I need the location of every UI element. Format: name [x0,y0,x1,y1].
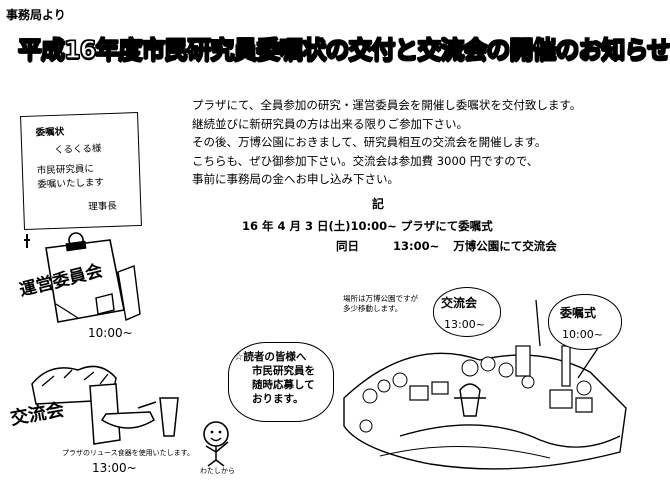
reader-line: 市民研究員を [252,365,315,377]
body-line: プラザにて、全員参加の研究・運営委員会を開催し委嘱状を交付致します。 [192,98,582,112]
clipboard-sketch-icon [24,232,141,323]
reader-line: ☆読者の皆様へ [234,351,307,363]
body-line: 継続並びに新研究員の方は出来る限りご参加下さい。 [192,116,468,131]
exchange-note: プラザのリュース食器を使用いたします。 [62,449,194,457]
exchange-time: 13:00~ [92,461,137,475]
ceremony-venue-title: 委嘱式 [560,306,597,320]
certificate-line: 委嘱いたします [37,177,105,191]
reader-message: ☆読者の皆様へ 市民研究員を 随時応募して おります。 [234,350,334,406]
body-line: その後、万博公園におきまして、研究員相互の交流会を開催します。 [192,135,547,150]
reader-line: おります。 [252,393,304,405]
body-line: 事前に事務局の金へお申し込み下さい。 [192,172,399,187]
certificate-signer: 理事長 [88,200,117,213]
venue-note-line: 多少移動します。 [343,304,403,313]
tableware-sketch-icon [31,365,179,445]
schedule-heading: 記 [372,197,385,211]
park-map-illustration [343,299,627,470]
ceremony-venue-bubble [548,294,622,350]
venue-note-line: 場所は万博公園ですが [343,294,418,303]
schedule-time: 13:00~ [393,239,440,253]
certificate-title: 委嘱状 [35,126,65,139]
page-title: 平成16年度市民研究員委嘱状の交付と交流会の開催のお知らせ [17,35,670,64]
exchange-venue-bubble [433,287,501,337]
schedule-line-2: 同日 13:00~ 万博公園にて交流会 [336,238,557,254]
ceremony-venue-time: 10:00~ [562,328,603,341]
reader-line: 随時応募して [252,379,315,391]
venue-note: 場所は万博公園ですが 多少移動します。 [343,294,418,314]
character-label: わたしから [200,467,235,475]
reader-speech-bubble [228,342,334,422]
schedule-event: 万博公園にて交流会 [453,239,557,253]
committee-time: 10:00~ [88,326,133,340]
notice-body: プラザにて、全員参加の研究・運営委員会を開催し委嘱状を交付致します。 継続並びに… [192,96,632,189]
certificate-card: 委嘱状 くるくる様 市民研究員に 委嘱いたします 理事長 [20,111,142,231]
schedule-date: 同日 [336,239,359,253]
certificate-recipient: くるくる様 [54,143,102,156]
exchange-venue-time: 13:00~ [444,318,485,331]
schedule-line-1: 16 年 4 月 3 日(土)10:00~ プラザにて委嘱式 [242,219,493,233]
exchange-venue-title: 交流会 [441,296,478,310]
character-mascot-icon [203,421,229,467]
office-header: 事務局より [6,8,66,22]
body-line: こちらも、ぜひ御参加下さい。交流会は参加費 3000 円ですので、 [192,153,539,168]
